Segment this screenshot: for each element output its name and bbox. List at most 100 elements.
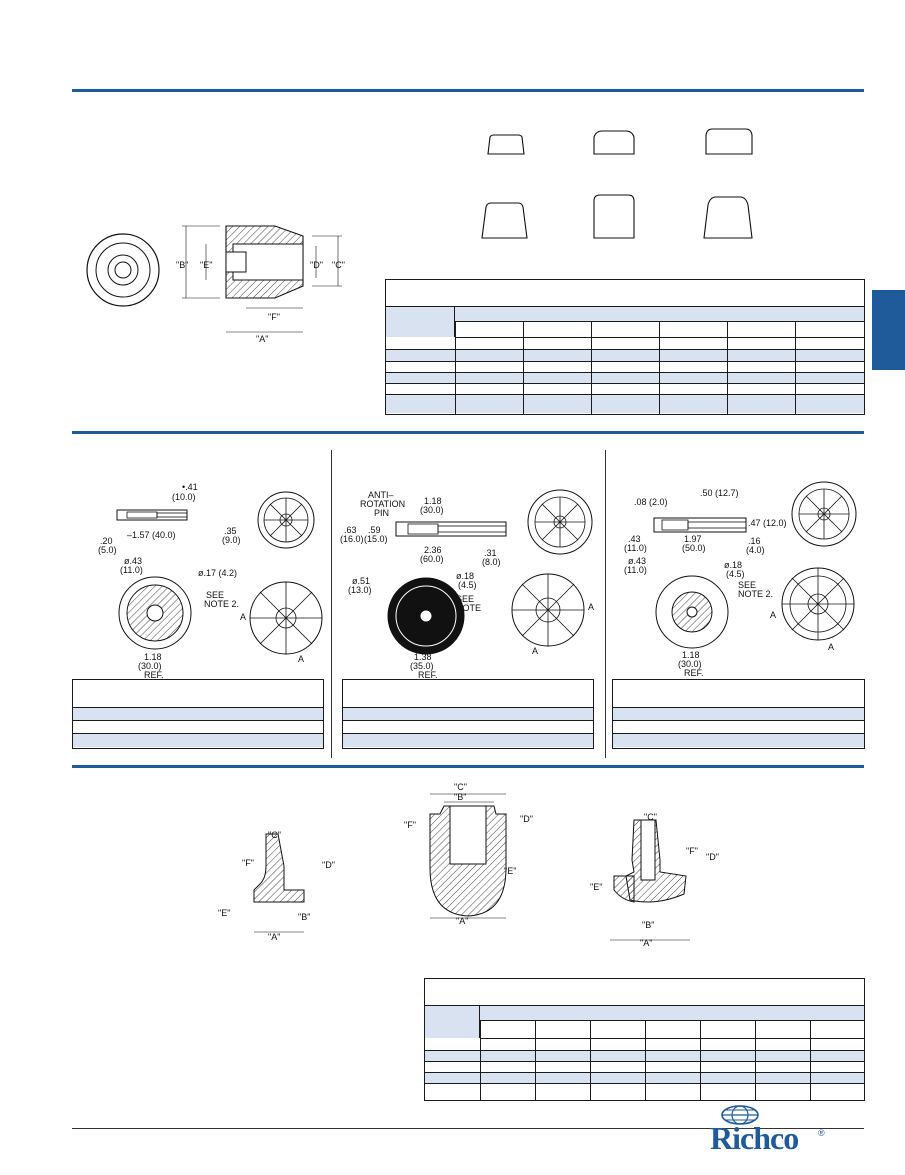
label-b: "B" (176, 260, 188, 270)
dimension-label: •.41 (182, 482, 198, 492)
dimension-table-2 (424, 978, 865, 1101)
dimension-label: (9.0) (222, 535, 241, 545)
dimension-label: REF. (144, 670, 164, 680)
dimension-label: .20 (100, 536, 113, 546)
section-rule-top (72, 89, 864, 92)
dimension-label: 2. (456, 612, 464, 622)
label-c: "C" (332, 260, 345, 270)
dimension-label: .50 (12.7) (700, 488, 739, 498)
dimension-label: .16 (748, 536, 761, 546)
dimension-label: REF. (418, 670, 438, 680)
dimension-label: NOTE 2. (204, 599, 239, 609)
plug-drawing-3: "C" "F" "D" "E" "B" "A" (590, 812, 719, 948)
dimension-label: .43 (628, 534, 641, 544)
dimension-label: "E" (504, 866, 516, 876)
dimension-label: (35.0) (410, 661, 434, 671)
dimension-label: A (298, 654, 304, 664)
wheel-table-3 (612, 679, 865, 749)
dimension-label: "C" (268, 830, 281, 840)
dimension-label: (5.0) (98, 545, 117, 555)
dimension-label: (50.0) (682, 543, 706, 553)
richco-logo[interactable]: Richco ® (706, 1105, 826, 1160)
plug-drawing-1: "C" "F" "D" "E" "B" "A" (218, 830, 335, 942)
dimension-label: A (828, 642, 834, 652)
dimension-label: ø.43 (124, 556, 142, 566)
dimension-label: .08 (2.0) (634, 497, 668, 507)
dimension-label: NOTE 2. (738, 589, 773, 599)
bumper-profile-shapes (481, 128, 753, 239)
dimension-label: .35 (224, 526, 237, 536)
dimension-label: ø.17 (4.2) (198, 568, 237, 578)
dimension-label: "D" (706, 852, 719, 862)
panel-divider-2 (605, 450, 606, 758)
dimension-label: 1.18 (144, 652, 162, 662)
dimension-label: PIN (374, 508, 389, 518)
dimension-label: (30.0) (138, 661, 162, 671)
dimension-label: "B" (454, 792, 466, 802)
dimension-label: (30.0) (420, 505, 444, 515)
wheel-table-1 (72, 679, 324, 749)
dimension-label: "C" (454, 782, 467, 792)
dimension-label: ø.43 (628, 556, 646, 566)
dimension-label: ANTI– (368, 490, 394, 500)
wheel-drawing-1: •.41 (10.0) .20 (5.0) –1.57 (40.0) .35 (… (98, 482, 323, 680)
dimension-label: A (770, 610, 776, 620)
dimension-label: "F" (686, 846, 698, 856)
dimension-label: "A" (640, 938, 652, 948)
logo-wordmark: Richco (710, 1120, 799, 1156)
bumper-front-view (86, 233, 160, 307)
dimension-label: (8.0) (482, 557, 501, 567)
dimension-label: "C" (644, 812, 657, 822)
dimension-label: (60.0) (420, 554, 444, 564)
dimension-label: 1.97 (684, 534, 702, 544)
dimension-label: "E" (218, 908, 230, 918)
dimension-table-1 (385, 279, 865, 415)
plug-drawing-2: "C" "B" "F" "D" "E" "A" (404, 782, 533, 926)
section-side-tab[interactable] (872, 290, 905, 370)
dimension-label: (4.0) (746, 545, 765, 555)
bumper-section-view: "B" "E" "D" "C" "F" "A" (176, 225, 345, 344)
dimension-label: "A" (268, 932, 280, 942)
dimension-label: 1.38 (414, 652, 432, 662)
dimension-label: NOTE (456, 603, 481, 613)
dimension-label: A (532, 646, 538, 656)
dimension-label: (13.0) (348, 585, 372, 595)
dimension-label: (4.5) (726, 569, 745, 579)
dimension-label: (30.0) (678, 659, 702, 669)
dimension-label: .63 (344, 525, 357, 535)
panel-divider-1 (331, 450, 332, 758)
label-f: "F" (268, 312, 280, 322)
dimension-label: A (240, 612, 246, 622)
dimension-label: –1.57 (40.0) (127, 530, 176, 540)
dimension-label: ø.18 (724, 560, 742, 570)
dimension-label: "F" (404, 820, 416, 830)
dimension-label: 2.36 (424, 545, 442, 555)
label-d: "D" (310, 260, 323, 270)
dimension-label: SEE (738, 580, 756, 590)
section-rule-middle (72, 431, 864, 434)
dimension-label: ø.51 (352, 576, 370, 586)
dimension-label: (16.0) (340, 534, 364, 544)
wheel-table-2 (342, 679, 594, 749)
wheel-drawing-3: .50 (12.7) .08 (2.0) .47 (12.0) .43 (11.… (624, 481, 857, 678)
dimension-label: "B" (298, 912, 310, 922)
globe-icon (721, 1105, 759, 1125)
dimension-label: (11.0) (624, 543, 647, 553)
dimension-label: "D" (520, 814, 533, 824)
dimension-label: 1.18 (682, 650, 700, 660)
label-e: "E" (200, 260, 212, 270)
dimension-label: SEE (206, 590, 224, 600)
dimension-label: REF. (684, 668, 704, 678)
section-rule-lower (72, 765, 864, 768)
dimension-label: (15.0) (364, 534, 388, 544)
dimension-label: 1.18 (424, 496, 442, 506)
dimension-label: "F" (242, 858, 254, 868)
dimension-label: ø.18 (456, 571, 474, 581)
dimension-label: (4.5) (458, 580, 477, 590)
dimension-label: (11.0) (120, 565, 143, 575)
dimension-label: "A" (456, 916, 468, 926)
dimension-label: .59 (368, 525, 381, 535)
dimension-label: "D" (322, 860, 335, 870)
dimension-label: "B" (642, 920, 654, 930)
dimension-label: SEE (456, 594, 474, 604)
